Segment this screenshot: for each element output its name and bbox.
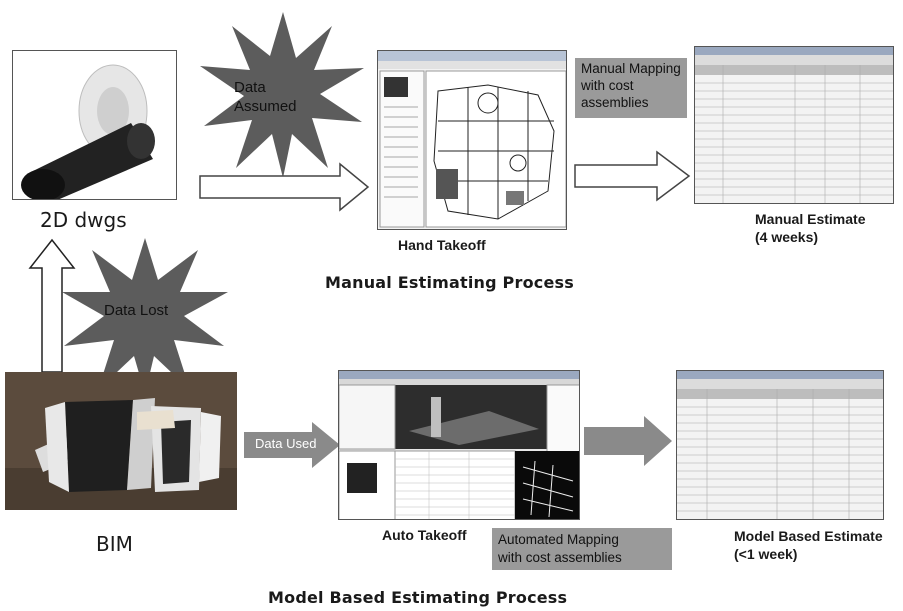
manual-estimate-label: Manual Estimate (4 weeks) xyxy=(755,211,866,245)
rolled-drawings-image xyxy=(12,50,177,200)
hand-takeoff-screenshot xyxy=(377,50,567,230)
data-used-arrow xyxy=(244,422,340,468)
data-lost-burst xyxy=(62,238,228,394)
data-assumed-text: Data Assumed xyxy=(234,79,297,115)
arrow-auto-to-model-estimate xyxy=(584,416,672,466)
bim-model-image xyxy=(5,372,237,510)
manual-process-title: Manual Estimating Process xyxy=(325,273,574,292)
data-assumed-burst xyxy=(200,12,364,178)
automated-mapping-box: Automated Mapping with cost assemblies xyxy=(492,528,672,570)
arrow-dwgs-to-hand-takeoff xyxy=(199,162,370,212)
manual-mapping-box: Manual Mapping with cost assemblies xyxy=(575,58,687,118)
2d-dwgs-label: 2D dwgs xyxy=(40,208,127,232)
auto-takeoff-label: Auto Takeoff xyxy=(382,527,467,543)
model-estimate-label: Model Based Estimate (<1 week) xyxy=(734,528,883,562)
data-lost-text: Data Lost xyxy=(104,302,169,319)
arrow-hand-to-manual-estimate xyxy=(574,150,691,202)
auto-takeoff-screenshot xyxy=(338,370,580,520)
bim-label: BIM xyxy=(96,532,133,556)
data-used-text: Data Used xyxy=(255,436,317,451)
model-estimate-spreadsheet xyxy=(676,370,884,520)
hand-takeoff-label: Hand Takeoff xyxy=(398,237,486,253)
model-process-title: Model Based Estimating Process xyxy=(268,588,568,607)
manual-estimate-spreadsheet xyxy=(694,46,894,204)
